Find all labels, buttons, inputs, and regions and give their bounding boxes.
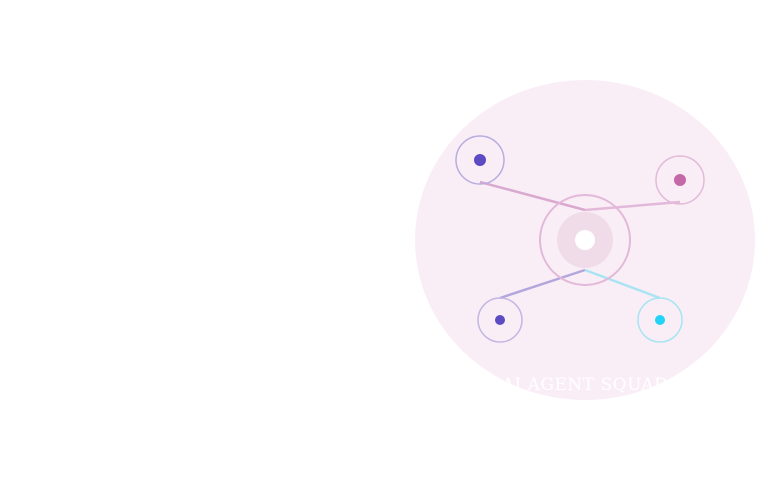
agent-ring <box>455 135 505 185</box>
agent-ring <box>637 297 683 343</box>
link-bottom-right <box>584 268 661 300</box>
agent-node-bottom-right <box>637 297 683 343</box>
agent-node-top-left <box>455 135 505 185</box>
agent-ring <box>477 297 523 343</box>
hub-node <box>539 194 631 286</box>
link-top-right <box>584 200 681 212</box>
agent-dot <box>495 315 505 325</box>
link-top-left <box>479 180 586 212</box>
agent-ring <box>655 155 705 205</box>
agent-node-bottom-left <box>477 297 523 343</box>
agent-dot <box>655 315 665 325</box>
hub-core <box>575 230 595 250</box>
diagram-caption: AI AGENT SQUAD <box>501 375 669 395</box>
link-bottom-left <box>499 268 586 300</box>
hub-ring <box>539 194 631 286</box>
agent-dot <box>674 174 686 186</box>
agent-dot <box>474 154 486 166</box>
agent-node-top-right <box>655 155 705 205</box>
